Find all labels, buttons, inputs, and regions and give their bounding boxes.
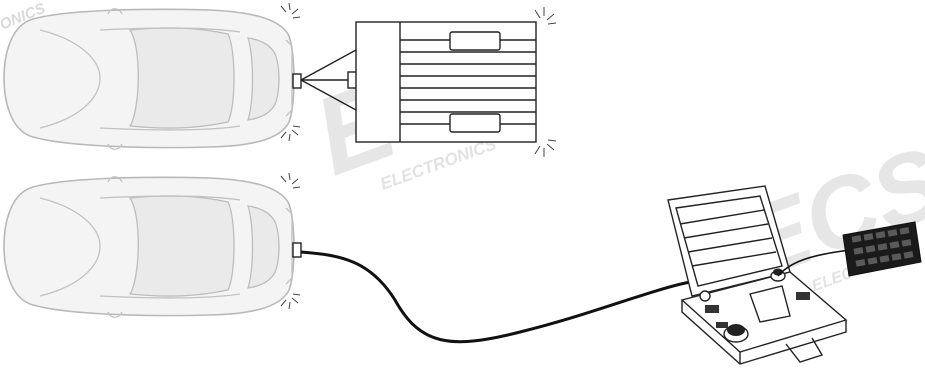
tow-hitch-top — [293, 74, 301, 88]
car-top — [4, 9, 294, 150]
car-bottom — [4, 177, 294, 318]
test-cable — [301, 252, 707, 342]
trailer-socket-bottom — [293, 243, 301, 257]
